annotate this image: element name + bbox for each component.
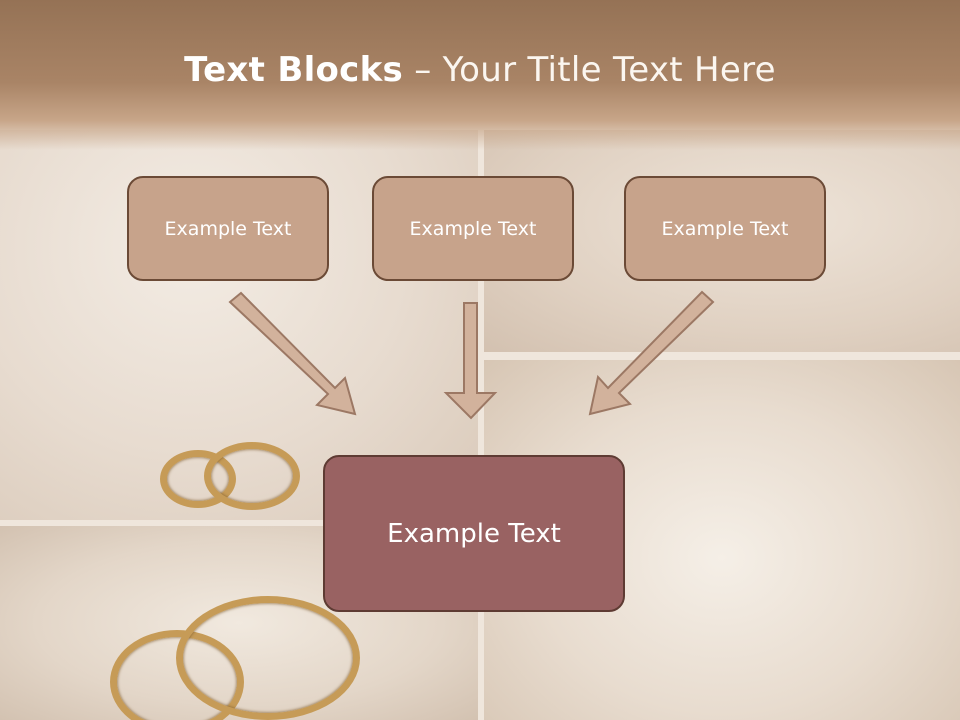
- text-block-1-label: Example Text: [164, 217, 292, 240]
- text-block-main[interactable]: Example Text: [323, 455, 625, 612]
- text-block-3-label: Example Text: [661, 217, 789, 240]
- title-bold: Text Blocks: [184, 50, 404, 90]
- text-block-3[interactable]: Example Text: [624, 176, 826, 281]
- text-block-2[interactable]: Example Text: [372, 176, 574, 281]
- title-band: [0, 0, 960, 150]
- text-block-1[interactable]: Example Text: [127, 176, 329, 281]
- text-block-2-label: Example Text: [409, 217, 537, 240]
- ring-icon: [176, 596, 360, 720]
- text-block-main-label: Example Text: [387, 518, 561, 549]
- title-rest: – Your Title Text Here: [403, 50, 776, 90]
- ring-icon: [204, 442, 300, 510]
- slide-title: Text Blocks – Your Title Text Here: [0, 50, 960, 90]
